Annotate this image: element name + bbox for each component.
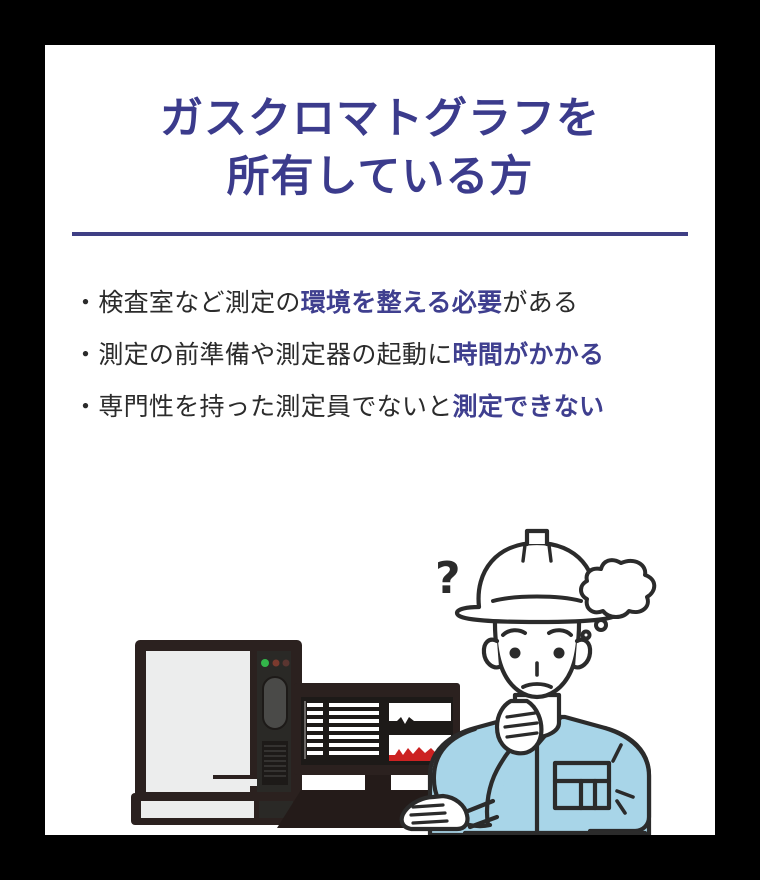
- table-cell: [329, 743, 379, 747]
- table-cell: [329, 727, 379, 731]
- question-mark-glyph: ?: [435, 553, 461, 604]
- bullet-text-pre: 測定の前準備や測定器の起動に: [98, 340, 453, 369]
- title-line-2: 所有している方: [226, 152, 534, 202]
- status-led-amber-icon: [282, 659, 290, 667]
- table-cell: [307, 703, 323, 707]
- worker-hand-at-chin: [494, 698, 544, 756]
- thought-bubble-dot-1: [594, 618, 608, 632]
- helmet-rib-right: [547, 543, 553, 563]
- instrument-module-grill: [264, 745, 286, 777]
- table-cell: [307, 719, 323, 723]
- thought-bubble-dot-2: [580, 629, 592, 641]
- worker-ear-right: [572, 637, 593, 670]
- table-cell: [329, 711, 379, 715]
- illustration-svg: ?: [131, 528, 657, 835]
- worker-eye-left: [509, 647, 521, 659]
- worker-mouth: [521, 682, 553, 689]
- bullet-marker: ・: [73, 340, 99, 369]
- status-led-green-icon: [261, 659, 269, 667]
- thought-bubble-icon: [579, 558, 657, 641]
- bullet-text-post: がある: [502, 288, 579, 317]
- table-cell: [307, 727, 323, 731]
- worker-ear-left: [481, 637, 502, 670]
- info-card: ガスクロマトグラフを 所有している方 ・検査室など測定の環境を整える必要がある …: [45, 45, 715, 835]
- worker-eyebrow-left: [501, 628, 527, 637]
- table-cell: [329, 735, 379, 739]
- bullet-list: ・検査室など測定の環境を整える必要がある ・測定の前準備や測定器の起動に時間がか…: [73, 277, 693, 433]
- thought-bubble-cloud: [579, 558, 657, 619]
- question-mark-icon: ?: [435, 553, 461, 604]
- instrument-oval-display: [262, 676, 288, 730]
- table-cell: [329, 703, 379, 707]
- helmet-rib-left: [521, 543, 527, 563]
- list-item: ・専門性を持った測定員でないと測定できない: [73, 381, 693, 433]
- gas-chromatograph-instrument: [131, 640, 306, 825]
- list-item: ・測定の前準備や測定器の起動に時間がかかる: [73, 329, 693, 381]
- table-cell: [329, 751, 379, 755]
- list-item: ・検査室など測定の環境を整える必要がある: [73, 277, 693, 329]
- worker-eye-right: [553, 647, 565, 659]
- monitor-stand: [365, 770, 391, 792]
- worker-figure: [399, 528, 652, 835]
- illustration: ?: [45, 445, 715, 835]
- instrument-handle-shadow: [213, 775, 277, 779]
- page-title: ガスクロマトグラフを 所有している方: [45, 90, 715, 206]
- title-divider: [72, 232, 688, 236]
- table-cell: [307, 743, 323, 747]
- bullet-text-pre: 専門性を持った測定員でないと: [98, 392, 453, 421]
- table-cell: [307, 735, 323, 739]
- bullet-text-highlight: 環境を整える必要: [300, 288, 503, 317]
- helmet-crest: [524, 528, 550, 547]
- table-cell: [329, 719, 379, 723]
- bullet-text-highlight: 測定できない: [452, 392, 605, 421]
- status-led-red-icon: [272, 659, 280, 667]
- chart-top-wave: [389, 717, 451, 729]
- table-axis: [304, 701, 306, 759]
- table-cell: [307, 711, 323, 715]
- bullet-text-highlight: 時間がかかる: [452, 340, 605, 369]
- table-cell: [307, 751, 323, 755]
- instrument-module: [262, 741, 288, 785]
- instrument-base-panel: [259, 801, 293, 818]
- bullet-marker: ・: [73, 392, 99, 421]
- worker-hand-on-desk: [399, 793, 470, 832]
- screen-chart-top: [389, 703, 451, 729]
- bullet-marker: ・: [73, 288, 99, 317]
- title-line-1: ガスクロマトグラフを: [160, 94, 600, 144]
- worker-right-sleeve: [587, 725, 652, 834]
- bullet-text-pre: 検査室など測定の: [98, 288, 301, 317]
- worker-cuff-line-2: [467, 814, 500, 830]
- instrument-door-panel: [146, 651, 250, 792]
- screen-data-table: [304, 701, 379, 759]
- worker-pocket-sparkle-icon: [611, 743, 635, 815]
- worker-eyebrow-right: [547, 628, 573, 637]
- helmet-band: [491, 594, 583, 603]
- instrument-base-tray: [141, 801, 254, 818]
